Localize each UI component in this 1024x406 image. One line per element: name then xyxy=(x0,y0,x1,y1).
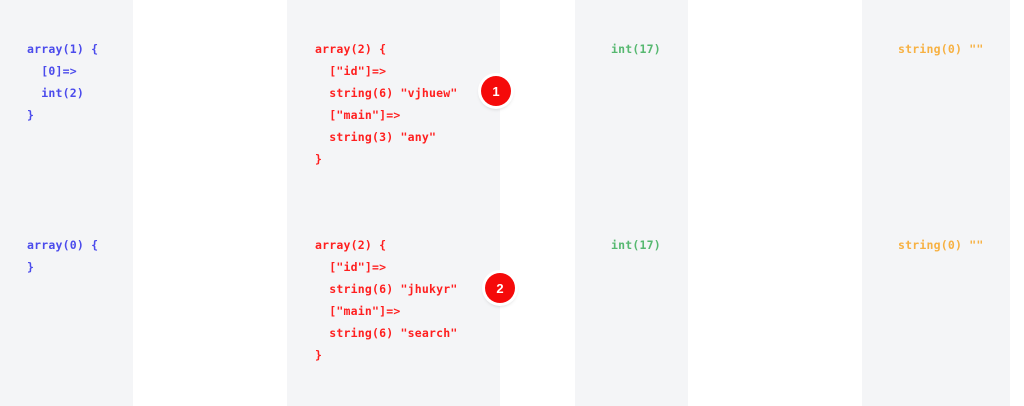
dump-row2-col3: int(17) xyxy=(611,238,661,252)
dump-row1-col3: int(17) xyxy=(611,42,661,56)
dump-row1-col1: array(1) { [0]=> int(2) } xyxy=(27,42,99,122)
step-badge-1[interactable]: 1 xyxy=(481,76,511,106)
dump-row2-col2: array(2) { ["id"]=> string(6) "jhukyr" [… xyxy=(315,238,458,362)
dump-row1-col2: array(2) { ["id"]=> string(6) "vjhuew" [… xyxy=(315,42,458,166)
dump-row2-col1: array(0) { } xyxy=(27,238,99,274)
dump-row1-col4: string(0) "" xyxy=(898,42,984,56)
step-badge-2[interactable]: 2 xyxy=(485,273,515,303)
column-band-4 xyxy=(862,0,1010,406)
dump-row2-col4: string(0) "" xyxy=(898,238,984,252)
column-band-3 xyxy=(575,0,688,406)
